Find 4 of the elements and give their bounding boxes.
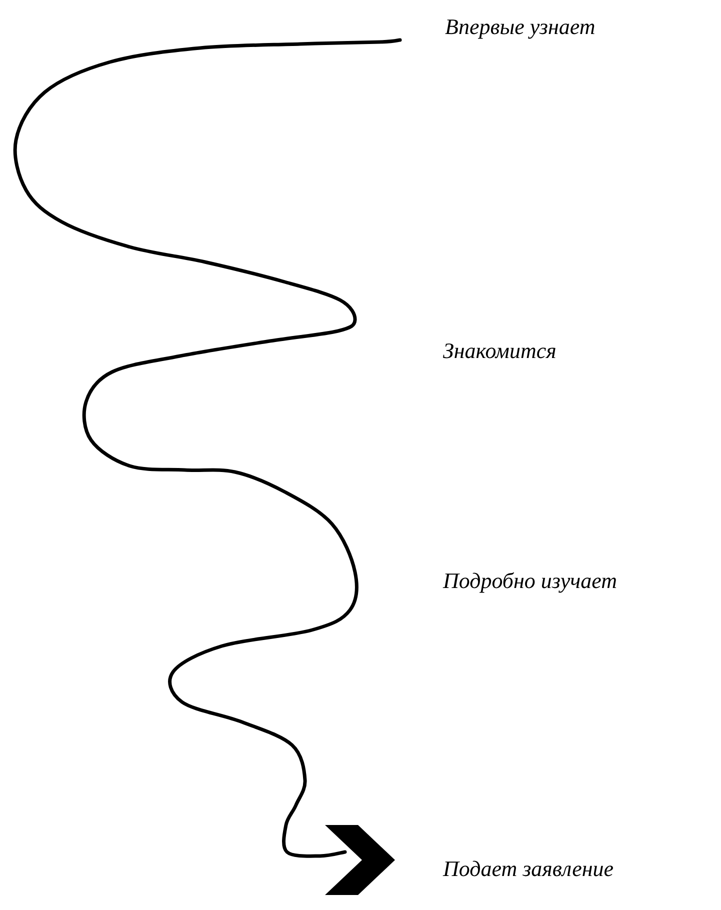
stage-label: Подает заявление: [443, 856, 614, 882]
stage-label: Знакомится: [443, 338, 556, 364]
stage-label: Подробно изучает: [443, 568, 617, 594]
stage-label: Впервые узнает: [445, 14, 596, 40]
